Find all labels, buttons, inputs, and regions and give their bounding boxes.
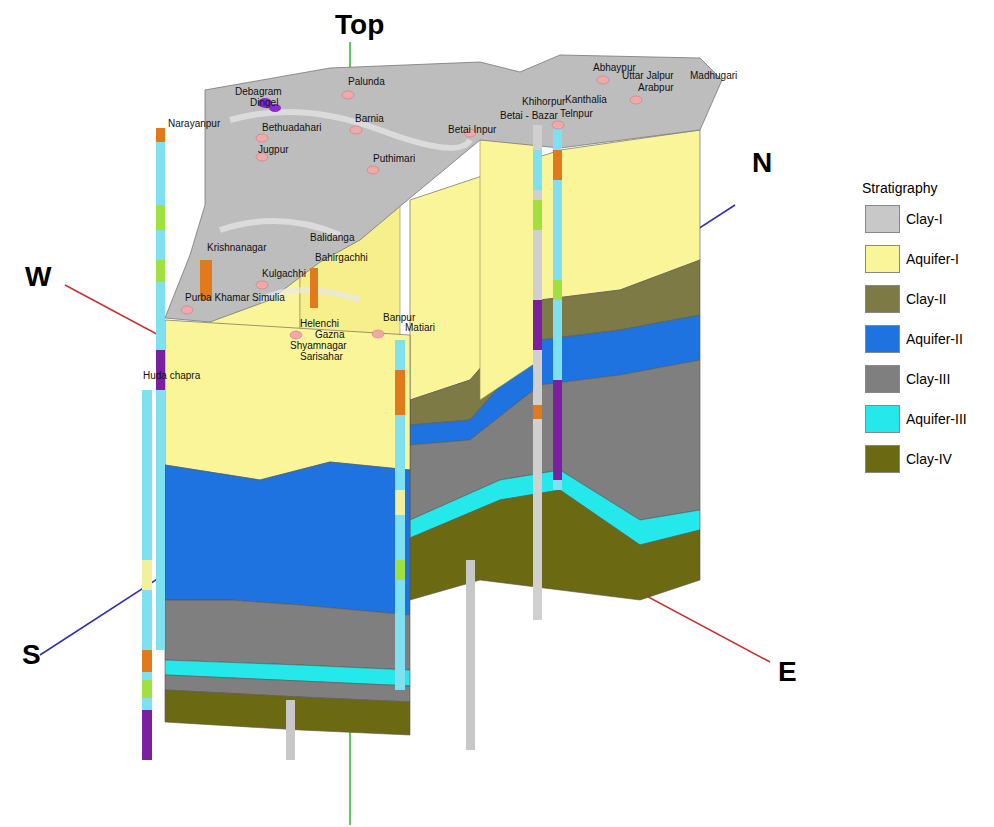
village-label: Khihorpur	[522, 96, 565, 107]
village-label: Shyamnagar	[290, 340, 347, 351]
village-label: Bahirgachhi	[315, 252, 368, 263]
village-label: Purba Khamar	[185, 292, 249, 303]
village-label: Narayanpur	[168, 118, 220, 129]
legend-swatch	[865, 245, 900, 273]
village-label: Banpur	[383, 312, 415, 323]
compass-label: S	[22, 640, 41, 670]
village-label: Madhugari	[690, 70, 737, 81]
left-block	[165, 320, 410, 735]
village-label: Helenchi	[300, 318, 339, 329]
village-label: Barnia	[355, 113, 384, 124]
legend-text: Clay-III	[906, 371, 950, 387]
village-label: Uttar Jalpur	[622, 70, 674, 81]
legend-swatch	[865, 445, 900, 473]
legend-text: Aquifer-III	[906, 411, 967, 427]
compass-label: N	[752, 148, 772, 178]
legend-title: Stratigraphy	[862, 180, 937, 196]
compass-label: E	[778, 657, 797, 687]
boreholes	[142, 125, 562, 760]
surface-shading	[220, 112, 470, 300]
village-label: Kanthalia	[565, 94, 607, 105]
village-label: Betai - Bazar	[500, 110, 558, 121]
village-label: Jugpur	[258, 144, 289, 155]
legend-swatch	[865, 365, 900, 393]
axis-label: Top	[335, 10, 384, 40]
village-label: Palunda	[348, 76, 385, 87]
legend-text: Aquifer-II	[906, 331, 963, 347]
village-label: Arabpur	[638, 82, 674, 93]
village-label: Krishnanagar	[207, 242, 266, 253]
ground-surface	[165, 55, 722, 322]
village-label: Huda chapra	[143, 370, 200, 381]
village-label: Matiari	[405, 322, 435, 333]
village-label: Dingel	[250, 97, 278, 108]
legend-swatch	[865, 325, 900, 353]
village-label: Debagram	[235, 86, 282, 97]
village-markers	[181, 76, 642, 339]
legend-text: Aquifer-I	[906, 251, 959, 267]
legend-swatch	[865, 405, 900, 433]
village-label: Sarisahar	[300, 351, 343, 362]
village-label: Kulgachhi	[262, 268, 306, 279]
legend-text: Clay-II	[906, 291, 946, 307]
legend-swatch	[865, 205, 900, 233]
legend-swatch	[865, 285, 900, 313]
village-label: Gazna	[315, 329, 344, 340]
compass-label: W	[25, 262, 51, 292]
legend-text: Clay-I	[906, 211, 943, 227]
village-label: Simulia	[252, 292, 285, 303]
legend-text: Clay-IV	[906, 451, 952, 467]
village-label: Telnpur	[560, 108, 593, 119]
village-label: Betai Inpur	[448, 124, 496, 135]
village-label: Bethuadahari	[262, 122, 322, 133]
village-label: Balidanga	[310, 232, 354, 243]
village-label: Puthimari	[373, 153, 415, 164]
